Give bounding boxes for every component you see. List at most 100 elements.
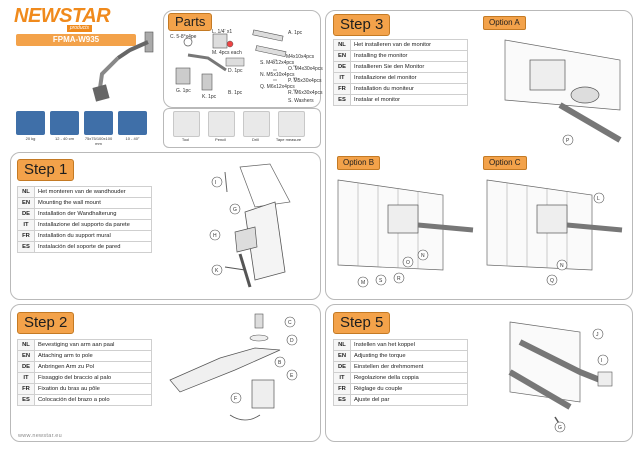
weight-spec-icon — [16, 111, 45, 135]
tool-label: Tape measure — [275, 137, 302, 142]
screwdriver-icon — [173, 111, 200, 137]
callout-label: D — [290, 338, 294, 344]
instruction-text: Fixation du bras au pôle — [34, 383, 152, 395]
pencil-icon — [208, 111, 235, 137]
instruction-text: Installation du moniteur — [350, 83, 468, 95]
product-illustration — [92, 31, 154, 102]
callout-label: G — [233, 207, 237, 213]
tool-label: Pencil — [215, 137, 226, 142]
option-a-label: Option A — [483, 16, 526, 30]
model-number: FPMA-W935 — [16, 34, 136, 46]
lang-code: FR — [17, 230, 35, 242]
lang-code: IT — [333, 72, 351, 84]
callout-label: F — [234, 396, 237, 402]
step2-title: Step 2 — [17, 312, 75, 334]
instruction-text: Installation der Wandhalterung — [34, 208, 152, 220]
footer-url: www.newstar.eu — [18, 433, 62, 439]
part-label: D. 1pc — [228, 68, 243, 74]
instruction-text: Het installeren van de monitor — [350, 39, 468, 51]
instruction-text: Installation du support mural — [34, 230, 152, 242]
part-label: B. 1pc — [228, 90, 243, 96]
instruction-text: Instalación del soporte de pared — [34, 241, 152, 253]
callout-label: Q — [550, 278, 554, 284]
part-label: G. 1pc — [176, 88, 191, 94]
callout-label: N — [560, 263, 564, 269]
instruction-text: Adjusting the torque — [350, 350, 468, 362]
spec-vesa: 75x75/100x100 mm — [84, 136, 113, 146]
spec-weight: 20 kg — [25, 136, 36, 141]
drill-icon — [243, 111, 270, 137]
lang-code: NL — [333, 39, 351, 51]
lang-code: FR — [333, 383, 351, 395]
callout-label: G — [558, 425, 562, 431]
callout-label: R — [397, 276, 401, 282]
lang-code: IT — [333, 372, 351, 384]
brand-logo: NEWSTAR products — [14, 6, 111, 32]
brand-tagline: products — [66, 25, 92, 32]
option-a-diagram: P — [504, 39, 622, 146]
lang-code: EN — [17, 197, 35, 209]
part-label: S. M4x12x4pcs — [260, 60, 295, 66]
lang-code: ES — [17, 241, 35, 253]
instruction-text: Mounting the wall mount — [34, 197, 152, 209]
instruction-text: Installazione del supporto da parete — [34, 219, 152, 231]
lang-code: NL — [17, 339, 35, 351]
part-label: R. M6x30x4pcs — [288, 90, 323, 96]
part-label: A. 1pc — [288, 30, 303, 36]
instruction-text: Instellen van het koppel — [350, 339, 468, 351]
lang-code: EN — [17, 350, 35, 362]
part-label: Q. M6x12x4pcs — [260, 84, 295, 90]
lang-code: DE — [333, 61, 351, 73]
lang-code: NL — [17, 186, 35, 198]
instruction-text: Réglage du couple — [350, 383, 468, 395]
step3-title: Step 3 — [333, 14, 391, 36]
callout-label: J — [596, 332, 599, 338]
lang-code: ES — [333, 394, 351, 406]
callout-label: K — [215, 268, 219, 274]
instruction-text: Instalar el monitor — [350, 94, 468, 106]
instruction-text: Attaching arm to pole — [34, 350, 152, 362]
instruction-text: Het monteren van de wandhouder — [34, 186, 152, 198]
part-label: P. M5x30x4pcs — [288, 78, 322, 84]
step1-title: Step 1 — [17, 159, 75, 181]
tilt-spec-icon — [118, 111, 147, 135]
callout-label: H — [213, 233, 217, 239]
tool-label: Drill — [252, 137, 259, 142]
distance-spec-icon — [50, 111, 79, 135]
lang-code: IT — [17, 219, 35, 231]
callout-label: M — [361, 280, 365, 286]
lang-code: ES — [17, 394, 35, 406]
step2-diagram: C D B E F — [169, 313, 298, 421]
part-label: C. 5-8°x4pe — [170, 34, 197, 40]
lang-code: EN — [333, 50, 351, 62]
tool-label: Tool — [181, 137, 190, 142]
vesa-spec-icon — [84, 111, 113, 135]
callout-label: C — [288, 320, 292, 326]
step1-diagram: I G H K — [209, 163, 291, 288]
callout-label: S — [379, 278, 383, 284]
step5-diagram: J I G — [508, 321, 613, 433]
callout-label: E — [290, 373, 294, 379]
callout-label: P — [566, 138, 570, 144]
option-c-label: Option C — [483, 156, 527, 170]
part-label: M4x10x4pcs — [286, 54, 315, 60]
lang-code: FR — [333, 83, 351, 95]
lang-code: EN — [333, 350, 351, 362]
instruction-text: Bevestiging van arm aan paal — [34, 339, 152, 351]
parts-diagram: C. 5-8°x4pe L. 1/4' x1 M. 4pcs each A. 1… — [170, 29, 323, 104]
instruction-text: Colocación del brazo a polo — [34, 394, 152, 406]
callout-label: I — [215, 180, 216, 186]
part-label: L. 1/4' x1 — [212, 29, 232, 35]
part-label: M. 4pcs each — [212, 50, 242, 56]
lang-code: IT — [17, 372, 35, 384]
part-label: K. 1pc — [202, 94, 217, 100]
callout-label: L — [597, 196, 600, 202]
lang-code: DE — [17, 208, 35, 220]
lang-code: NL — [333, 339, 351, 351]
spec-tilt: 10 - 40° — [125, 136, 140, 141]
lang-code: FR — [17, 383, 35, 395]
